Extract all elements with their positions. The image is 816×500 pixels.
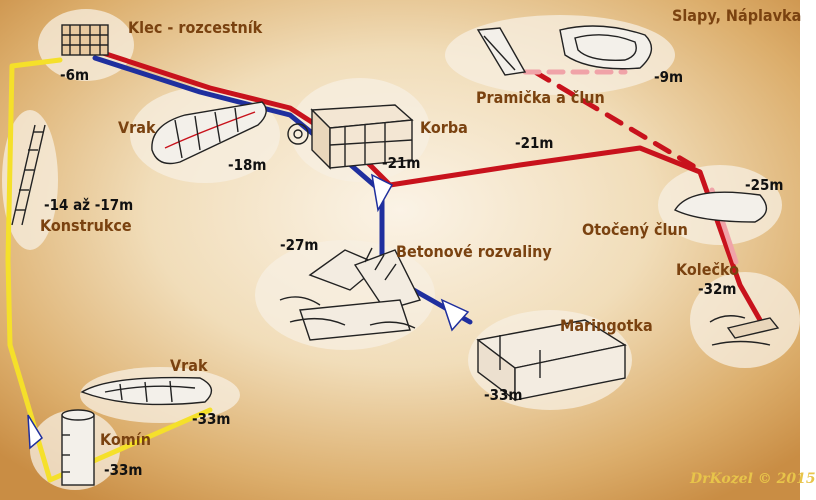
yellow-route [5,57,213,483]
site-label-klec: Klec - rozcestník [128,18,263,37]
depth-label-vrak-bottom: -33m [192,410,231,428]
wreck-bottom-icon [80,376,213,406]
depth-label-maringotka: -33m [484,386,523,404]
overturned-boat-icon [674,191,768,223]
site-label-pramicka: Pramička a člun [476,88,605,107]
arrow-icon-komin [27,414,43,450]
arrow-icon-betonove [440,298,470,332]
truck-bed-icon [287,104,414,170]
site-label-korba: Korba [420,118,468,137]
site-label-vrak-bottom: Vrak [170,356,208,375]
site-label-konstrukce: Konstrukce [40,216,132,235]
depth-label-klec: -6m [60,66,90,84]
depth-label-red-path: -21m [515,134,554,152]
depth-label-vrak-top: -18m [228,156,267,174]
wreck-icon [151,101,267,165]
site-sketches [11,24,780,486]
ring-icon [709,315,780,346]
direction-arrows [27,173,470,450]
depth-label-pramicka: -9m [654,68,684,86]
chimney-icon [61,409,95,486]
red-route-east [387,145,763,323]
arrow-icon-korba [371,173,394,213]
depth-label-korba: -21m [382,154,421,172]
site-label-komin: Komín [100,430,151,449]
author-credit: DrKozel © 2015 [690,471,816,487]
pink-route-dashed [532,69,703,173]
cage-icon [61,24,109,56]
rowboat-icon [476,27,527,76]
boat-icon [559,25,653,70]
construction-icon [11,124,46,226]
site-label-kolecko: Kolečko [676,260,740,279]
depth-label-komin: -33m [104,461,143,479]
ruins-icon [279,247,422,341]
map-title: Slapy, Náplavka [672,6,802,25]
depth-label-konstrukce: -14 až -17m [44,196,134,214]
site-label-vrak-top: Vrak [118,118,156,137]
highlight-konstrukce [2,110,58,250]
site-label-maringotka: Maringotka [560,316,653,335]
depth-label-otoceny: -25m [745,176,784,194]
site-label-otoceny: Otočený člun [582,220,688,239]
site-label-betonove: Betonové rozvaliny [396,242,552,261]
depth-label-kolecko: -32m [698,280,737,298]
depth-label-betonove: -27m [280,236,319,254]
trailer-icon [476,319,627,402]
